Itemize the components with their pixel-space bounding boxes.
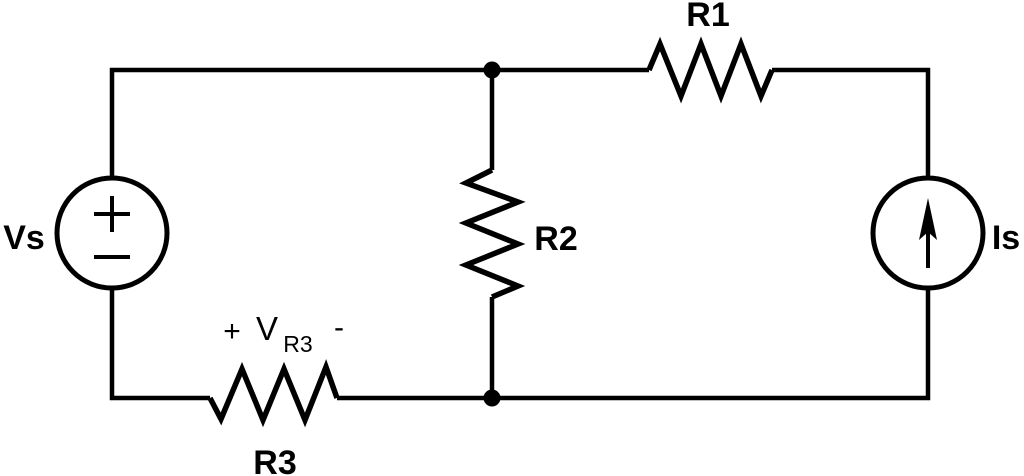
wire-bottom-left	[109, 288, 210, 401]
resistor-r3-zigzag	[207, 359, 340, 428]
current-source-label: Is	[992, 219, 1020, 257]
voltage-source: Vs	[3, 175, 170, 291]
resistor-r2-label: R2	[534, 220, 577, 258]
vr3-voltage-symbol: V	[256, 310, 278, 347]
voltage-source-label: Vs	[3, 219, 45, 257]
junction-dot-bottom	[483, 389, 501, 407]
junction-dot-top	[483, 61, 501, 79]
resistor-r2-zigzag	[458, 167, 526, 300]
plus-icon	[94, 196, 130, 232]
current-source: Is	[870, 175, 1020, 291]
wire-top-left	[109, 67, 649, 178]
vr3-annotation: + V R3 -	[223, 310, 344, 357]
resistor-r1-label: R1	[686, 0, 729, 34]
resistor-r3-label: R3	[253, 444, 296, 476]
vr3-subscript: R3	[283, 331, 312, 357]
vr3-plus-sign: +	[223, 315, 241, 348]
voltage-source-circle	[54, 175, 170, 291]
resistor-r1-zigzag	[646, 36, 775, 104]
wires	[109, 67, 931, 401]
vr3-minus-sign: -	[334, 311, 344, 344]
wire-bottom-right	[337, 288, 931, 401]
wire-top-right	[772, 67, 931, 178]
current-arrow-head-icon	[919, 198, 937, 240]
